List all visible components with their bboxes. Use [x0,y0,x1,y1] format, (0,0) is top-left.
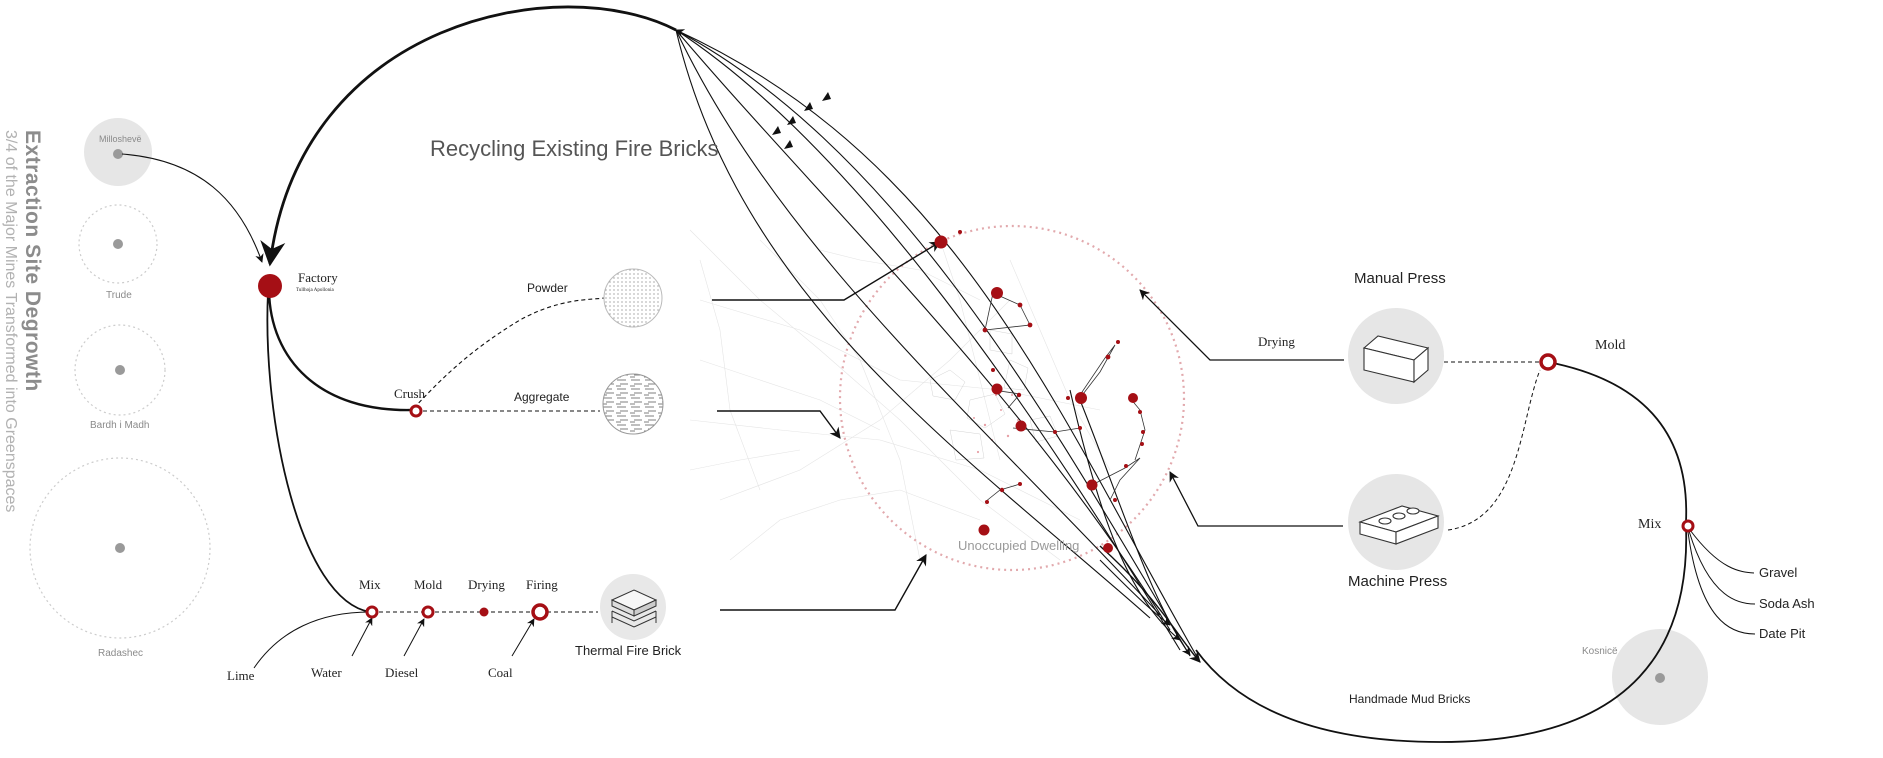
side-title-line2: 3/4 of the Major Mines Transformed into … [2,130,19,513]
input-gravel: Gravel [1759,565,1798,580]
water-line [351,617,373,657]
mine-bardh-i-madh-dot [115,365,125,375]
step-mix: Mix [359,577,381,592]
aggregate-texture-icon [602,373,664,435]
step-drying: Drying [468,577,505,592]
machine-to-map [1169,471,1343,527]
gravel-line [1689,529,1755,574]
drying-node [479,607,489,617]
factory-to-mix [266,291,371,613]
material-icons [600,268,1444,640]
crush-node [409,404,423,418]
brick-to-map [720,554,927,611]
diesel-line [403,618,425,657]
factory-to-crush [267,289,413,412]
mine-bardh-i-madh [74,324,166,416]
mine-label-5: Kosnicë [1582,646,1618,657]
mine-trude [78,204,158,284]
mud-mix-node [1681,519,1695,533]
drying-label: Drying [1258,334,1295,349]
factory-sublabel: Tullhoja Apollonia [296,288,334,293]
input-water: Water [311,665,342,680]
mine-kosnicë-dot [1655,673,1665,683]
aggregate-label: Aggregate [514,390,570,404]
thermal-fire-brick-label: Thermal Fire Brick [575,643,682,658]
input-soda-ash: Soda Ash [1759,596,1815,611]
mold-node [421,605,435,619]
mine-milloshevë-dot [113,149,123,159]
mold-label: Mold [1595,338,1626,353]
unoccupied-dwelling-label: Unoccupied Dwelling [958,538,1080,553]
fan-arrowheads [772,92,831,149]
handmade-mud-bricks-label: Handmade Mud Bricks [1349,692,1471,706]
step-mold: Mold [414,577,443,592]
crush-to-powder [413,297,605,409]
date-line [1687,531,1756,635]
input-lime: Lime [227,668,255,683]
mine-trude-dot [113,239,123,249]
manual-to-map [1139,289,1344,361]
mix-label: Mix [1638,517,1662,532]
side-title-line1: Extraction Site Degrowth [21,130,44,392]
mix-node [365,605,379,619]
firing-node [531,603,549,621]
mine-label-1: Milloshevë [99,134,142,144]
soda-line [1688,530,1756,605]
factory-node [258,274,282,298]
mines [29,118,1708,725]
mud-mold-node [1539,353,1557,371]
main-title: Recycling Existing Fire Bricks [430,136,719,161]
mine-to-factory-arrow [121,153,264,263]
lime-line [253,611,371,669]
crush-label: Crush [394,386,426,401]
dwelling-network [984,292,1146,503]
brick-machine-drawing [1358,505,1440,545]
mine-radashec [29,457,211,639]
map-background [689,229,1111,561]
mine-radashec-dot [115,543,125,553]
flow-lines [121,5,1756,743]
dwelling-dots [934,230,1145,553]
mine-label-4: Radashec [98,648,144,659]
brick-manual-drawing [1362,335,1430,384]
big-return-arrow [260,5,677,267]
input-coal: Coal [488,665,513,680]
powder-label: Powder [527,281,568,295]
mine-label-2: Trude [106,290,132,301]
aggregate-to-map [717,410,841,439]
process-nodes [258,274,1695,621]
manual-press-label: Manual Press [1354,270,1446,287]
powder-texture-icon [603,268,663,328]
mine-label-3: Bardh i Madh [90,420,150,431]
mold-to-mix [1547,361,1688,523]
machine-press-label: Machine Press [1348,573,1448,590]
input-date-pit: Date Pit [1759,626,1806,641]
input-diesel: Diesel [385,665,419,680]
mix-to-handmade [1195,525,1688,743]
unoccupied-dwelling-ring [838,224,1186,572]
step-firing: Firing [526,577,558,592]
machine-to-mold [1447,369,1541,531]
coal-line [511,618,535,657]
powder-to-map [712,241,941,301]
side-title: Extraction Site Degrowth 3/4 of the Majo… [1,130,44,512]
factory-label: Factory [298,270,338,285]
map-dense-center [929,329,1059,461]
